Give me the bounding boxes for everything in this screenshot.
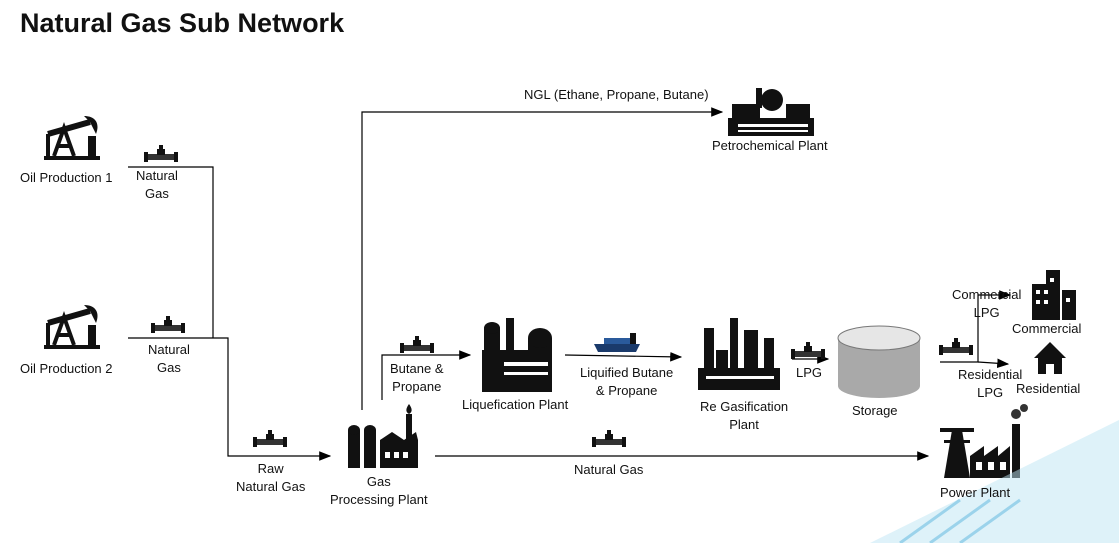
flow-lines bbox=[128, 107, 1012, 461]
flow-label-lpg: LPG bbox=[796, 365, 823, 380]
oil1-line bbox=[128, 166, 214, 338]
house-icon bbox=[1034, 342, 1066, 374]
node-petrochemical-plant: Petrochemical Plant bbox=[712, 138, 828, 153]
gas-plant-icon bbox=[348, 404, 418, 468]
pipeline-valve-icon bbox=[144, 145, 178, 162]
ngl-line bbox=[361, 107, 724, 410]
node-oil-production-2: Oil Production 2 bbox=[20, 361, 113, 376]
node-storage: Storage bbox=[852, 403, 898, 418]
oil-pumpjack-icon bbox=[44, 305, 100, 349]
residential-line bbox=[977, 358, 1010, 369]
commercial-building-icon bbox=[1032, 270, 1076, 320]
decorative-notebook bbox=[870, 420, 1119, 543]
commercial-line bbox=[940, 290, 1012, 363]
power-plant-icon bbox=[940, 404, 1028, 478]
pipeline-valve-icon bbox=[791, 342, 825, 359]
node-oil-production-1: Oil Production 1 bbox=[20, 170, 113, 185]
flow-label-butane-propane: Butane &Propane bbox=[390, 361, 444, 394]
oil-pumpjack-icon bbox=[44, 116, 100, 160]
flow-label-ngl: NGL (Ethane, Propane, Butane) bbox=[524, 87, 709, 102]
node-residential: Residential bbox=[1016, 381, 1081, 396]
lbp-line bbox=[564, 352, 683, 362]
oil2-line bbox=[128, 337, 332, 461]
node-commercial: Commercial bbox=[1012, 321, 1082, 336]
liquefaction-plant-icon bbox=[482, 318, 552, 392]
storage-tank-icon bbox=[837, 325, 921, 398]
pipeline-valve-icon bbox=[939, 338, 973, 355]
regasification-plant-icon bbox=[698, 318, 780, 390]
pipeline-valve-icon bbox=[400, 336, 434, 353]
pipeline-valve-icon bbox=[253, 430, 287, 447]
diagram-title: Natural Gas Sub Network bbox=[20, 8, 345, 38]
node-liquefication-plant: Liquefication Plant bbox=[462, 397, 569, 412]
flow-label-natural-gas-power: Natural Gas bbox=[574, 462, 644, 477]
node-power-plant: Power Plant bbox=[940, 485, 1011, 500]
lng-ship-icon bbox=[594, 333, 640, 352]
pipeline-valve-icon bbox=[151, 316, 185, 333]
bp-line bbox=[381, 350, 472, 400]
petrochemical-plant-icon bbox=[728, 88, 814, 136]
flow-label-liquified-butane-propane: Liquified Butane& Propane bbox=[580, 365, 674, 398]
pipeline-valve-icon bbox=[592, 430, 626, 447]
